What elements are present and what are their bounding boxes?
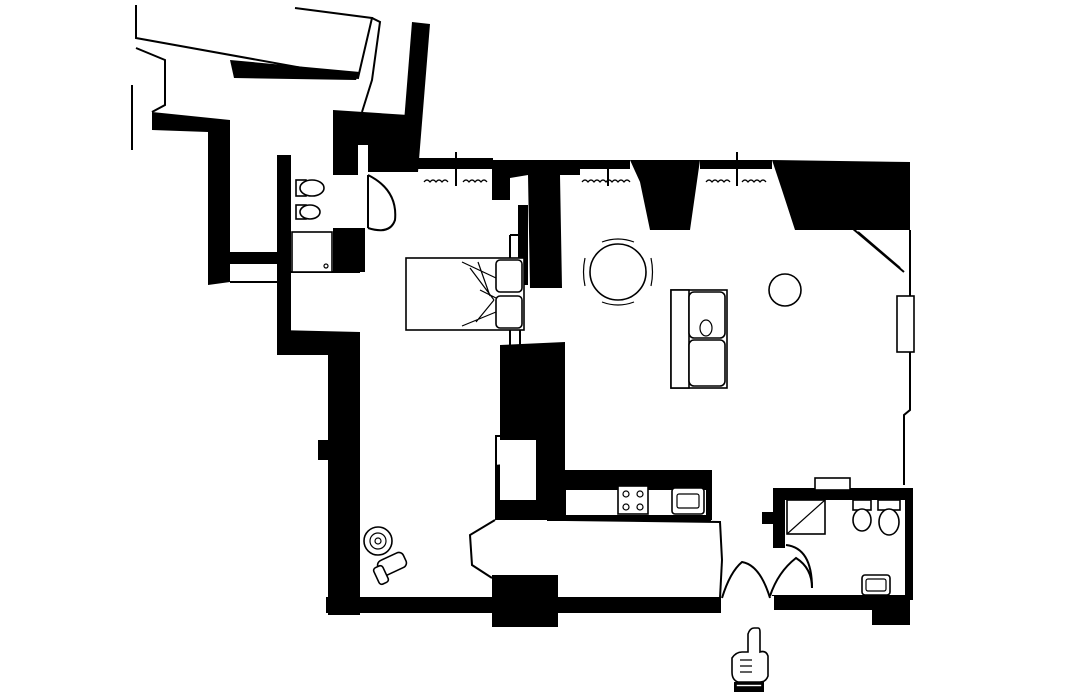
shower-icon: [291, 231, 333, 273]
bidet-icon: [852, 499, 872, 532]
door-entrance: [721, 544, 813, 599]
door-wc: [367, 174, 397, 232]
kitchen-sink-icon: [671, 487, 705, 515]
neighbour-outline: [131, 5, 382, 150]
shower-icon: [786, 499, 826, 535]
pointing-hand-icon: [731, 627, 769, 692]
bed-icon: [405, 257, 525, 331]
dining-table-icon: [582, 238, 654, 306]
sink-icon: [861, 574, 891, 596]
washing-machine-icon: [363, 526, 393, 556]
bidet-icon: [295, 204, 321, 220]
cooktop-icon: [617, 485, 649, 515]
walls: [152, 22, 913, 627]
bathroom-fixtures: [786, 477, 901, 596]
wc-fixtures: [291, 179, 333, 273]
window-side: [851, 227, 915, 353]
window-left: [418, 152, 492, 186]
chair-icon: [372, 551, 408, 586]
round-table-icon: [768, 273, 802, 307]
toilet-icon: [877, 499, 901, 536]
window-right: [700, 152, 772, 186]
sofa-icon: [670, 289, 728, 389]
toilet-icon: [295, 179, 325, 197]
window-middle: [580, 160, 631, 186]
